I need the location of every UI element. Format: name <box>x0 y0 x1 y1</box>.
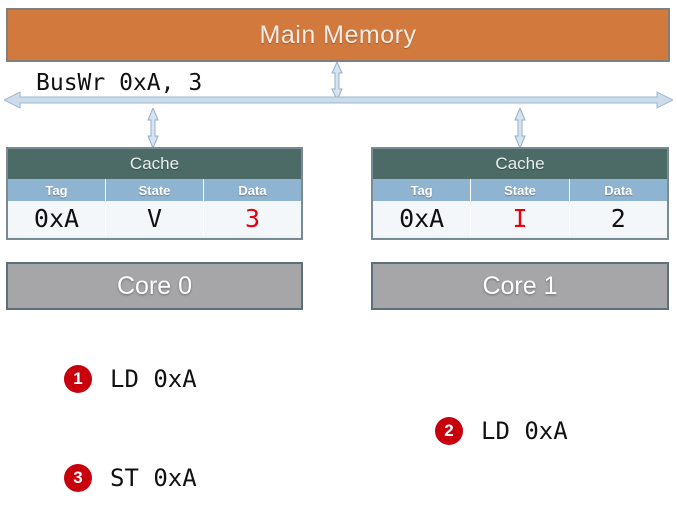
cache1-row: 0xA I 2 <box>373 201 667 236</box>
cache-table-core1: Cache Tag State Data 0xA I 2 <box>371 147 669 240</box>
instruction-2-badge: 2 <box>435 417 463 445</box>
cache1-title: Cache <box>373 149 667 179</box>
cache0-col-state: State <box>106 179 204 201</box>
core0-label: Core 0 <box>116 271 193 300</box>
double-arrow-vertical-icon <box>147 106 159 150</box>
cache0-state-value: V <box>106 201 204 236</box>
double-arrow-vertical-icon <box>514 106 526 150</box>
cache1-column-headers: Tag State Data <box>373 179 667 201</box>
cache0-col-tag: Tag <box>8 179 106 201</box>
instruction-3-badge: 3 <box>64 464 92 492</box>
cache0-column-headers: Tag State Data <box>8 179 301 201</box>
instruction-1-badge: 1 <box>64 365 92 393</box>
main-memory-label: Main Memory <box>259 20 417 49</box>
instruction-1-text: LD 0xA <box>110 365 197 393</box>
core1-block: Core 1 <box>371 262 669 310</box>
cache0-col-data: Data <box>238 182 267 198</box>
cache1-tag-value: 0xA <box>373 201 472 236</box>
bus-cache1-connector-arrow <box>511 106 529 150</box>
instruction-3-text: ST 0xA <box>110 464 197 492</box>
bus-transaction-label: BusWr 0xA, 3 <box>36 70 203 96</box>
instruction-1: 1 LD 0xA <box>64 365 197 393</box>
cache-table-core0: Cache Tag State Data 0xA V 3 <box>6 147 303 240</box>
main-memory-block: Main Memory <box>6 8 670 62</box>
core1-label: Core 1 <box>482 271 558 300</box>
cache0-row: 0xA V 3 <box>8 201 301 236</box>
instruction-3: 3 ST 0xA <box>64 464 197 492</box>
cache1-col-data: Data <box>604 182 633 198</box>
core0-block: Core 0 <box>6 262 303 310</box>
cache0-data-value: 3 <box>204 201 301 236</box>
cache1-col-state: State <box>471 179 570 201</box>
instruction-2-text: LD 0xA <box>481 417 568 445</box>
bus-cache0-connector-arrow <box>144 106 162 150</box>
cache0-title: Cache <box>8 149 301 179</box>
cache1-data-value: 2 <box>569 201 667 236</box>
cache0-tag-value: 0xA <box>8 201 106 236</box>
cache1-state-value: I <box>471 201 570 236</box>
instruction-2: 2 LD 0xA <box>435 417 568 445</box>
cache1-col-tag: Tag <box>373 179 472 201</box>
